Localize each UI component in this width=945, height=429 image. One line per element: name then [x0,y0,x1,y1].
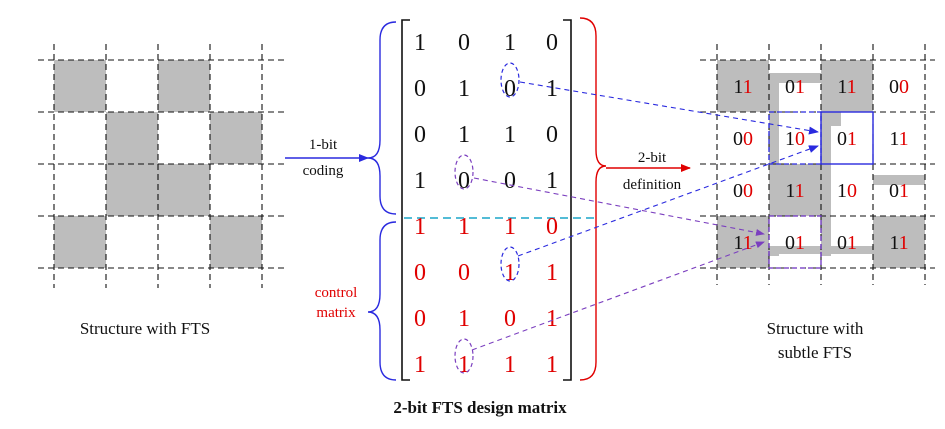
matrix-digit: 0 [546,30,558,56]
subtle-bar [769,73,779,165]
highlight-ellipse [500,62,520,98]
cell-code: 01 [837,232,857,254]
matrix-digit: 1 [546,76,558,102]
gray-cell [210,112,262,164]
gray-cell [873,216,925,268]
control-digit: 1 [546,306,558,332]
matrix-left-bracket [401,19,410,381]
cell-code: 00 [889,76,909,98]
matrix-digit: 0 [546,122,558,148]
cell-code: 11 [733,76,752,98]
subtle-bar [831,112,841,126]
cell-code: 11 [837,76,856,98]
control-digit: 1 [458,306,470,332]
definition-label: definition [622,177,682,193]
highlight-box [820,111,874,165]
blue-brace [367,21,397,215]
matrix-digit: 0 [458,168,470,194]
matrix-right-bracket [563,19,572,381]
highlight-ellipse [454,338,474,374]
control-digit: 1 [546,352,558,378]
gray-cell [106,112,158,164]
control-digit: 0 [546,214,558,240]
gray-cell [158,60,210,112]
gray-cell [769,164,821,216]
cell-code: 01 [785,232,805,254]
gray-cell [158,164,210,216]
coding-label: coding [302,163,344,179]
matrix-digit: 1 [414,168,426,194]
cell-code: 00 [733,128,753,150]
cell-code: 11 [733,232,752,254]
cell-code: 01 [785,76,805,98]
highlight-ellipse [454,154,474,190]
matrix-digit: 1 [458,76,470,102]
control-digit: 1 [458,352,470,378]
figure-caption: 2-bit FTS design matrix [393,398,567,417]
blue-brace-lower [367,221,397,381]
control-digit: 0 [504,306,516,332]
mapping-arrow [473,177,765,236]
matrix-digits: 1 0 1 0 0 1 0 1 0 1 1 0 1 0 0 1 1 1 1 0 0 0 1 1 0 1 0 1 1 1 1 1 [414,30,558,378]
highlight-box [768,111,822,165]
control-digit: 1 [504,260,516,286]
right-caption-line1: Structure with [766,319,864,338]
matrix-digit: 0 [504,168,516,194]
subtle-bar [769,73,821,83]
highlight-box [768,215,822,269]
cell-code: 10 [785,128,805,150]
right-caption-line2: subtle FTS [777,343,853,362]
control-digit: 0 [414,260,426,286]
subtle-bar [821,112,831,172]
subtle-bar [769,246,779,256]
right-subtle-fts-grid: 11 01 11 00 00 10 01 11 00 11 10 01 11 01 01 11 [700,44,935,285]
cell-code: 01 [889,180,909,202]
gray-cell [717,60,769,112]
cell-code: 11 [889,232,908,254]
matrix-digit: 1 [458,122,470,148]
control-digit: 1 [504,214,516,240]
cell-code: 11 [889,128,908,150]
cell-code: 01 [837,128,857,150]
left-fts-grid [38,44,284,288]
control-digit: 1 [414,214,426,240]
cell-code: 10 [837,180,857,202]
matrix-digit: 0 [414,76,426,102]
subtle-bar [779,246,873,254]
control-digit: 0 [414,306,426,332]
matrix-digit: 0 [414,122,426,148]
matrix-digit: 0 [504,76,516,102]
control-digit: 1 [504,352,516,378]
red-brace [579,17,607,381]
matrix-digit: 0 [458,30,470,56]
control-label: control [314,285,358,301]
matrix-digit: 1 [414,30,426,56]
matrix-digit: 1 [504,122,516,148]
gray-cell [821,60,873,112]
gray-cell [106,164,158,216]
matrix-digit: 1 [504,30,516,56]
gray-cell [54,60,106,112]
subtle-bar [821,164,831,256]
control-digit: 1 [458,214,470,240]
subtle-bar [873,175,925,185]
gray-cell [210,216,262,268]
control-digit: 1 [546,260,558,286]
cell-code: 11 [785,180,804,202]
matrix-label: matrix [316,305,356,321]
control-digit: 1 [414,352,426,378]
one-bit-label: 1-bit [308,137,338,153]
matrix-digit: 1 [546,168,558,194]
highlight-ellipse [500,246,520,282]
left-caption: Structure with FTS [79,319,211,338]
mapping-arrow [471,241,765,351]
control-digit: 0 [458,260,470,286]
two-bit-label: 2-bit [637,150,667,166]
cell-code: 00 [733,180,753,202]
gray-cell [54,216,106,268]
